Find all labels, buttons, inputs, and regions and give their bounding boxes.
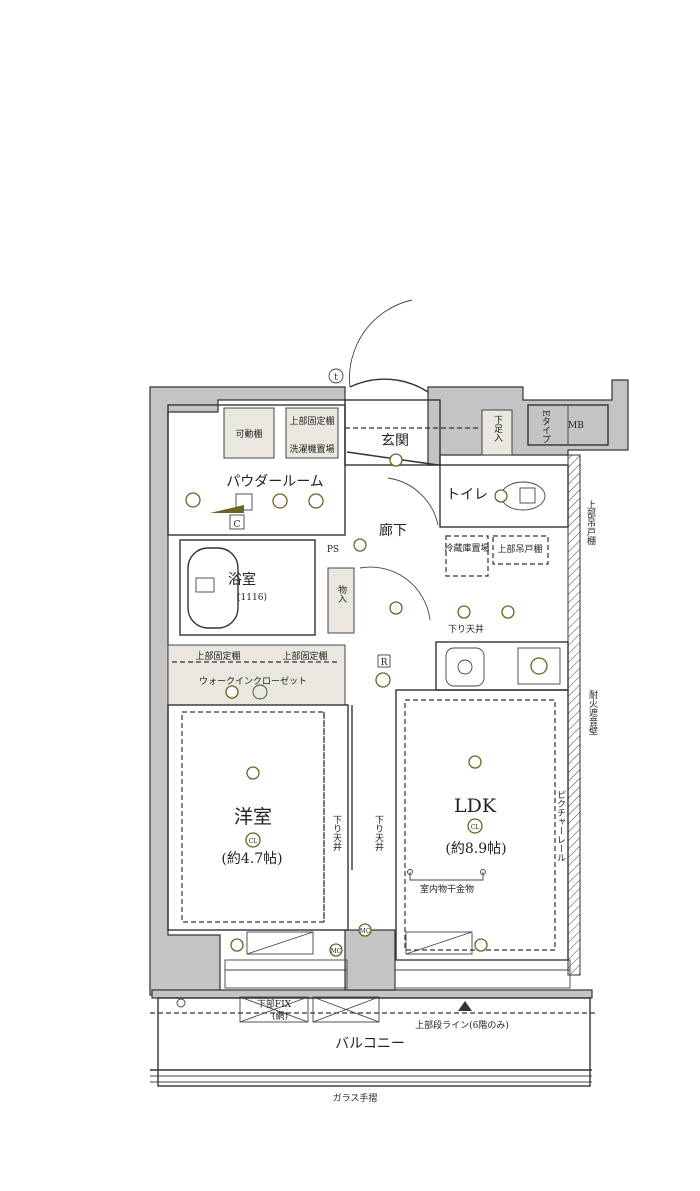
ldk: LDK CL (約8.9帖) 室内物干金物 ピクチャーレール 耐火遮音壁 MC	[358, 689, 598, 961]
glass-rail-label: ガラス手摺	[333, 1092, 378, 1104]
balcony: 下部FIX (網) 上部段ライン(6階のみ) バルコニー ガラス手摺	[150, 996, 595, 1104]
getabako-label: 下足入	[492, 415, 503, 442]
hallway-label: 廊下	[379, 522, 407, 539]
powder-room: 可動棚 上部固定棚 洗濯機置場 パウダールーム C	[167, 404, 346, 536]
lowered-ceiling-kitchen: 下り天井	[448, 623, 484, 635]
western-room-label: 洋室	[234, 806, 272, 828]
r-mark: R	[381, 658, 388, 668]
bathroom: 浴室 (1116)	[179, 539, 316, 636]
fire-wall-label: 耐火遮音壁	[587, 689, 598, 735]
fridge-space-label: 冷蔵庫置場	[444, 542, 489, 554]
lowered-ceiling-right: 下り天井	[373, 815, 384, 852]
storage: 物入	[327, 567, 355, 634]
western-room: 洋室 CL (約4.7帖) 下り天井 MC	[167, 704, 349, 957]
washer-space-label: 洗濯機置場	[289, 443, 334, 455]
walk-in-closet-label: ウォークインクローゼット	[199, 675, 307, 687]
mb-label: MB	[568, 421, 584, 431]
lower-fix-label: 下部FIX	[257, 998, 292, 1010]
western-cl: CL	[249, 838, 258, 845]
upper-fixed-shelf-right: 上部固定棚	[282, 650, 327, 662]
genkan: 下足入 玄関	[344, 399, 513, 467]
ldk-label: LDK	[454, 795, 497, 817]
powder-room-label: パウダールーム	[226, 474, 324, 490]
walk-in-closet: 上部固定棚 上部固定棚 ウォークインクローゼット	[167, 644, 346, 706]
upper-step-line-label: 上部段ライン(6階のみ)	[415, 1019, 509, 1031]
kitchen: 冷蔵庫置場 上部吊戸棚 上部吊戸棚 下り天井 R	[375, 500, 596, 691]
bathroom-size: (1116)	[237, 592, 267, 603]
ps-label: PS	[327, 545, 339, 555]
toilet: トイレ	[439, 464, 569, 528]
laundry-hanger-label: 室内物干金物	[420, 883, 474, 895]
entry-door[interactable]: t	[328, 299, 429, 393]
picture-rail-label: ピクチャーレール	[555, 790, 566, 862]
mc-left: MC	[331, 948, 342, 955]
mb-box: Eタイプ MB	[527, 404, 609, 446]
upper-fixed-shelf-label: 上部固定棚	[289, 415, 334, 427]
upper-cabinet-label: 上部吊戸棚	[497, 543, 542, 555]
mc-right: MC	[360, 928, 371, 935]
ldk-cl: CL	[471, 824, 480, 831]
c-mark: C	[234, 520, 241, 530]
lowered-ceiling-left: 下り天井	[331, 815, 342, 852]
bathroom-label: 浴室	[228, 571, 256, 588]
balcony-label: バルコニー	[335, 1036, 405, 1052]
storage-label: 物入	[336, 584, 347, 603]
hallway: 廊下	[353, 477, 439, 621]
mb-type-label: Eタイプ	[540, 410, 551, 444]
upper-fixed-shelf-left: 上部固定棚	[195, 650, 240, 662]
ldk-size: (約8.9帖)	[445, 841, 506, 857]
toilet-label: トイレ	[446, 487, 488, 503]
upper-cabinet-side-label: 上部吊戸棚	[585, 500, 596, 546]
lower-fix-net-label: (網)	[272, 1010, 288, 1022]
genkan-label: 玄関	[381, 432, 409, 449]
movable-shelf-label: 可動棚	[235, 428, 262, 440]
t-mark: t	[334, 373, 338, 383]
windows	[224, 959, 571, 989]
western-size: (約4.7帖)	[221, 851, 282, 867]
